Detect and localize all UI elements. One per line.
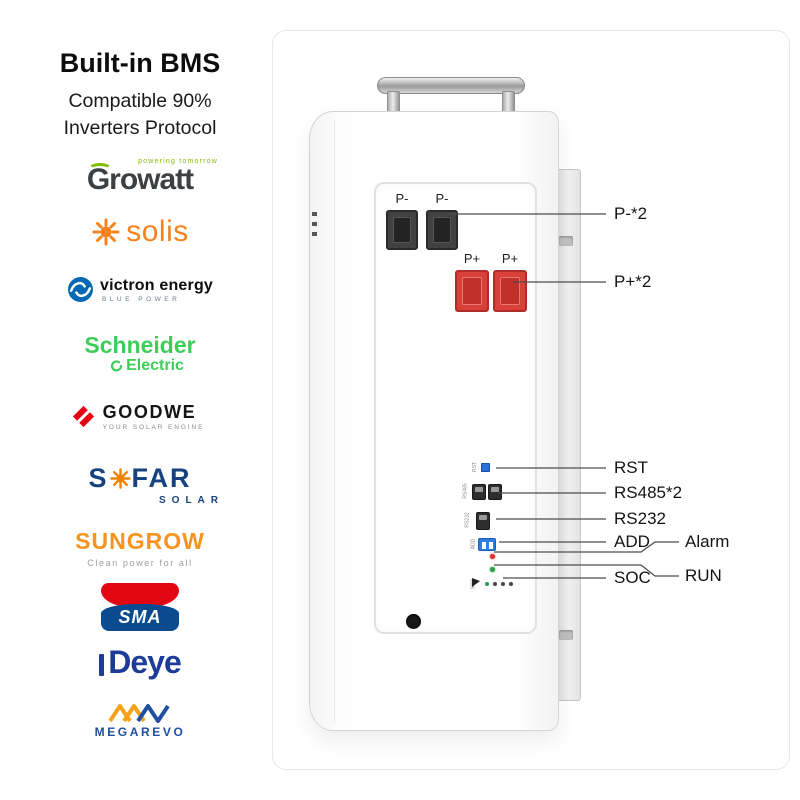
goodwe-diamond-icon [72,405,94,428]
brand-goodwe: GOODWE YOUR SOLAR ENGINE [22,402,258,431]
schneider-loop-icon [111,360,123,372]
schneider-logo: Schneider [84,332,196,358]
sofar-solar-label: SOLAR [159,495,224,506]
p-plus-label-1: P+ [463,251,481,266]
sma-red-swoosh [101,583,179,607]
callout-soc: SOC [614,568,651,587]
p-minus-label-1: P- [395,191,409,206]
solis-sun-icon [92,218,120,246]
rs485-port-2 [488,484,502,500]
brand-deye: Deye [22,644,258,681]
brand-growatt: powering tomorrow Growatt [22,158,258,195]
brand-sma: SMA [22,583,258,631]
add-dip-switch [478,538,496,551]
victron-wave-icon [68,277,93,302]
battery-body: P- P- P+ P+ RST RS485 RS232 ADD SOC [309,111,559,731]
p-minus-connector-1 [386,210,418,250]
soc-led-2 [493,582,497,586]
p-plus-connector-2 [493,270,527,312]
rs232-port [476,512,490,530]
brand-schneider: Schneider Electric [22,333,258,375]
brand-sungrow: SUNGROW Clean power for all [22,528,258,568]
deye-logo: Deye [108,644,181,680]
rs485-port-label: RS485 [462,483,469,499]
brand-solis: solis [22,215,258,249]
sungrow-logo: SUNGROW [75,528,205,554]
sma-logo: SMA [101,583,179,631]
round-button [406,614,421,629]
callout-rs232: RS232 [614,509,666,528]
callout-alarm: Alarm [685,532,730,551]
side-vents [312,212,317,238]
megarevo-logo: MEGAREVO [94,725,186,739]
add-switch-label: ADD [470,538,477,550]
growatt-logo: Growatt [86,163,194,196]
carry-handle [377,77,525,94]
schneider-electric-label: Electric [126,357,184,374]
victron-tagline: BLUE POWER [101,295,181,303]
page-title: Built-in BMS [59,48,221,78]
deye-mark-icon [99,653,105,676]
growatt-tagline: powering tomorrow [138,158,218,165]
solis-logo: solis [126,215,189,248]
soc-triangle-icon [472,578,480,587]
subtitle-line-1: Compatible 90% [68,90,212,112]
run-led [490,567,495,572]
callout-rs485: RS485*2 [614,483,683,502]
p-minus-label-2: P- [435,191,449,206]
subtitle-line-2: Inverters Protocol [63,117,217,139]
p-minus-connector-2 [426,210,458,250]
front-panel: P- P- P+ P+ RST RS485 RS232 ADD SOC [374,182,537,634]
soc-led-4 [509,582,513,586]
brand-sofar: S FAR SOLAR [88,463,224,506]
sma-blue-block: SMA [101,604,179,631]
callout-p-minus: P-*2 [614,204,648,223]
rst-port-label: RST [472,462,478,472]
brand-megarevo: MEGAREVO [22,703,258,739]
callout-rst: RST [614,458,648,477]
sungrow-tagline: Clean power for all [87,558,193,568]
victron-logo: victron energy [99,276,214,294]
sofar-sun-icon [109,468,131,489]
callout-p-plus: P+*2 [614,272,652,291]
goodwe-logo: GOODWE [102,402,197,422]
left-panel: Built-in BMS Compatible 90% Inverters Pr… [22,0,258,800]
callout-run: RUN [685,566,722,585]
megarevo-mountain-icon [108,704,170,723]
growatt-leaf-icon [87,163,112,176]
soc-led-1 [485,582,489,586]
rs485-port-1 [472,484,486,500]
callout-add: ADD [614,532,650,551]
goodwe-tagline: YOUR SOLAR ENGINE [102,424,205,431]
alarm-led [490,554,495,559]
rst-button [481,463,490,472]
page-subtitle: Compatible 90% Inverters Protocol [22,88,258,142]
p-plus-label-2: P+ [501,251,519,266]
rs232-port-label: RS232 [464,512,471,528]
sofar-logo: S [88,463,109,493]
product-card: P- P- P+ P+ RST RS485 RS232 ADD SOC [272,30,790,770]
soc-led-3 [501,582,505,586]
brand-victron: victron energy BLUE POWER [22,276,258,303]
p-plus-connector-1 [455,270,489,312]
